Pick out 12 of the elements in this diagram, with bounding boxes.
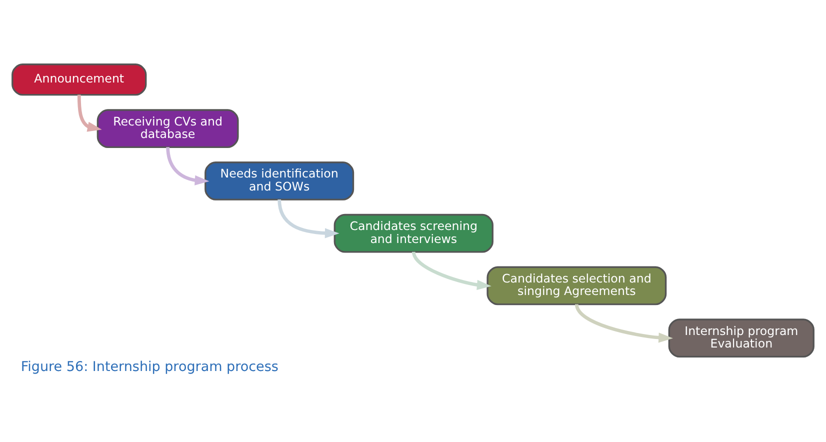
arrow [412,251,492,290]
node-box: Receiving CVs and database [96,108,239,148]
node-box: Internship program Evaluation [668,318,814,357]
arrow [77,94,102,132]
arrow [278,198,340,238]
node-box: Candidates screening and interviews [334,213,494,252]
arrow [575,303,673,342]
caption: Figure 56: Internship program process [20,358,278,374]
node-box: Announcement [12,63,147,96]
arrow [166,146,210,185]
node-box: Candidates selection and singing Agreements [486,266,667,305]
node-box: Needs identification and SOWs [204,161,354,200]
